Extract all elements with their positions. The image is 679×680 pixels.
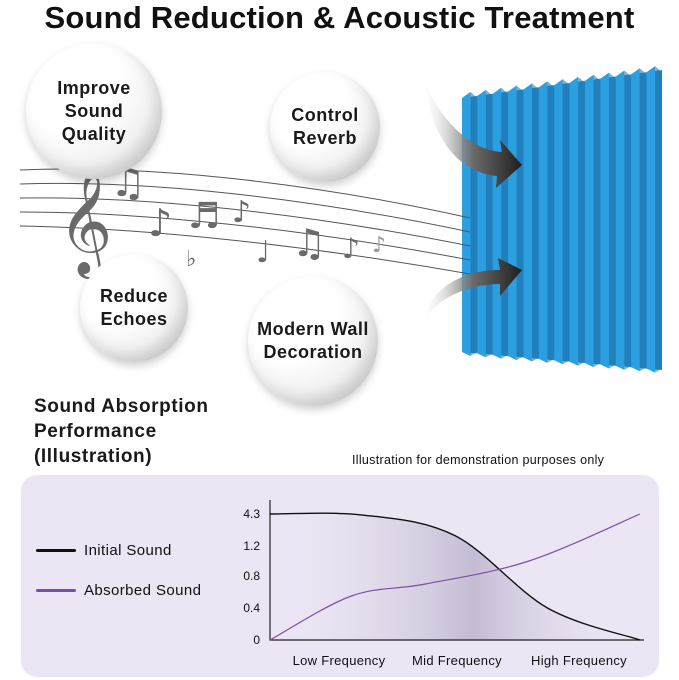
benefit-bubble: Reduce Echoes xyxy=(80,254,188,362)
note-icon: ♪ xyxy=(342,232,360,265)
foam-rib-shadow xyxy=(639,68,647,372)
treble-clef-icon: 𝄞 xyxy=(58,167,112,279)
note-icon: ♪ xyxy=(372,233,386,258)
foam-rib-shadow xyxy=(608,72,616,369)
foam-rib xyxy=(615,70,625,370)
legend-label: Absorbed Sound xyxy=(84,582,202,599)
x-category-label: Mid Frequency xyxy=(412,653,502,668)
series-line-absorbed xyxy=(269,513,641,641)
benefit-label: Reduce Echoes xyxy=(99,286,169,329)
arrow-icon xyxy=(424,258,522,320)
y-tick-label: 1.2 xyxy=(243,539,260,553)
benefit-bubble: Control Reverb xyxy=(270,72,380,182)
foam-rib xyxy=(538,81,548,363)
disclaimer-text: Illustration for demonstration purposes … xyxy=(352,453,605,467)
foam-rib-shadow xyxy=(516,85,524,361)
area-fill xyxy=(270,513,640,640)
y-tick-label: 0 xyxy=(253,633,260,647)
benefit-label: Improve Sound Quality xyxy=(57,77,131,144)
y-tick-label: 4.3 xyxy=(243,507,260,521)
note-icon: ♪ xyxy=(232,195,251,230)
foam-rib-shadow xyxy=(655,66,662,373)
foam-rib xyxy=(585,74,594,368)
legend-swatch xyxy=(36,549,76,552)
foam-rib xyxy=(600,72,609,369)
foam-rib xyxy=(523,83,532,362)
benefit-bubble: Improve Sound Quality xyxy=(26,43,162,179)
x-category-label: High Frequency xyxy=(531,653,627,668)
foam-rib-shadow xyxy=(593,74,601,368)
legend-item-absorbed: Absorbed Sound xyxy=(36,582,201,599)
foam-rib xyxy=(554,79,563,365)
y-tick-label: 0.4 xyxy=(243,601,260,615)
benefit-label: Control Reverb xyxy=(291,105,359,148)
page-title: Sound Reduction & Acoustic Treatment xyxy=(44,0,635,35)
foam-rib-shadow xyxy=(624,70,632,370)
benefit-label: Modern Wall Decoration xyxy=(257,319,369,362)
arrow-icon xyxy=(424,80,522,188)
note-icon: ♪ xyxy=(148,201,172,245)
series-line-initial xyxy=(269,512,641,641)
note-icon: ♩ xyxy=(256,235,270,270)
performance-title: Sound Absorption Performance (Illustrati… xyxy=(34,396,209,467)
x-category-label: Low Frequency xyxy=(293,653,386,668)
hero-illustration: 𝄞 ♫ ♪ ♬ ♭ ♪ ♩ ♫ ♪ ♪ xyxy=(19,66,662,373)
y-tick-label: 0.8 xyxy=(243,569,260,583)
legend-label: Initial Sound xyxy=(84,542,172,559)
benefit-bubble: Modern Wall Decoration xyxy=(248,276,378,406)
foam-rib-shadow xyxy=(578,76,586,366)
note-icon: ♫ xyxy=(292,221,326,265)
legend-item-initial: Initial Sound xyxy=(36,542,172,559)
foam-rib xyxy=(646,66,656,373)
flat-icon: ♭ xyxy=(186,247,196,272)
note-icon: ♬ xyxy=(188,196,220,237)
foam-rib xyxy=(631,68,640,372)
foam-rib-shadow xyxy=(547,81,555,363)
foam-rib-shadow xyxy=(562,79,570,365)
foam-rib-shadow xyxy=(532,83,539,362)
legend-swatch xyxy=(36,589,76,592)
foam-rib xyxy=(569,76,579,366)
